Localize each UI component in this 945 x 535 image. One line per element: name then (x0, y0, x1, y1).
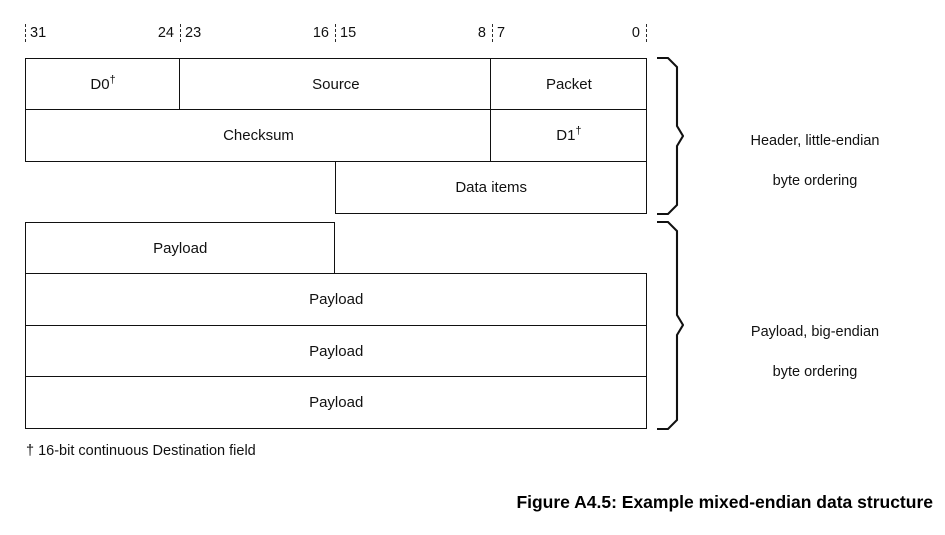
field-payload-2: Payload (25, 273, 648, 327)
header-annotation: Header, little-endian byte ordering (700, 111, 930, 191)
field-payload-3: Payload (25, 324, 648, 378)
bit-label-16: 16 (312, 25, 329, 41)
dagger-marker: † (575, 125, 582, 138)
field-payload-4-label: Payload (309, 394, 364, 412)
field-d1-label: D1 (556, 127, 576, 145)
header-brace (656, 56, 684, 216)
bit-label-7: 7 (497, 25, 506, 41)
ruler-tick (335, 24, 336, 42)
bit-label-24: 24 (157, 25, 174, 41)
bit-label-23: 23 (185, 25, 202, 41)
payload-brace (656, 220, 684, 431)
field-d1: D1† (490, 109, 648, 163)
field-d0: D0† (25, 58, 181, 111)
field-source: Source (179, 58, 493, 111)
ruler-tick (646, 24, 647, 42)
bit-label-8: 8 (477, 25, 486, 41)
field-payload-4: Payload (25, 376, 648, 430)
field-checksum: Checksum (25, 109, 492, 163)
ruler-tick (180, 24, 181, 42)
field-payload-1: Payload (25, 222, 336, 275)
field-data-items-label: Data items (455, 178, 528, 196)
bit-ruler: 31 24 23 16 15 8 7 0 (25, 24, 647, 50)
field-payload-2-label: Payload (309, 291, 364, 309)
header-annotation-line1: Header, little-endian (750, 133, 880, 149)
field-packet-label: Packet (545, 76, 592, 93)
figure-caption: Figure A4.5: Example mixed-endian data s… (516, 492, 933, 512)
header-annotation-line2: byte ordering (772, 173, 858, 189)
payload-annotation-line1: Payload, big-endian (750, 324, 880, 340)
payload-annotation-line2: byte ordering (772, 364, 858, 380)
field-data-items: Data items (335, 160, 648, 214)
footnote: † 16-bit continuous Destination field (26, 443, 256, 459)
dagger-marker: † (109, 74, 116, 86)
field-payload-1-label: Payload (153, 240, 208, 257)
field-checksum-label: Checksum (223, 127, 294, 145)
bit-label-0: 0 (631, 25, 640, 41)
field-payload-3-label: Payload (309, 342, 364, 360)
bit-label-15: 15 (340, 25, 357, 41)
ruler-tick (25, 24, 26, 42)
field-packet: Packet (490, 58, 648, 111)
field-source-label: Source (312, 76, 360, 93)
field-d0-label: D0 (90, 76, 110, 93)
payload-annotation: Payload, big-endian byte ordering (700, 302, 930, 382)
ruler-tick (492, 24, 493, 42)
bit-label-31: 31 (30, 25, 47, 41)
